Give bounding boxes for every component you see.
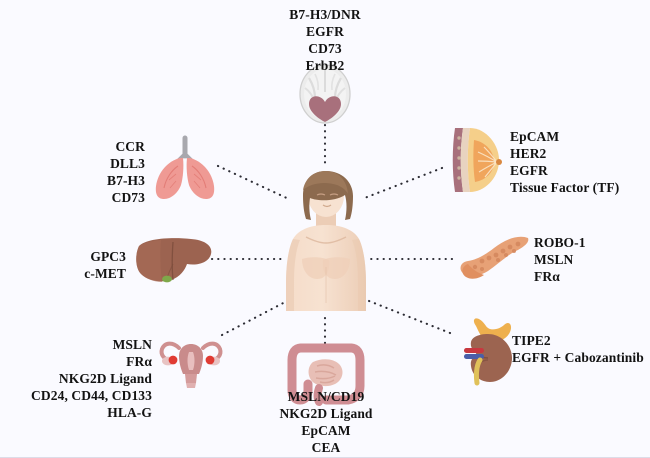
liver-icon <box>134 238 212 286</box>
label-pancreas: ROBO-1 MSLN FRα <box>534 235 586 284</box>
uterus-icon <box>158 332 224 388</box>
label-lung: CCR DLL3 B7-H3 CD73 <box>106 139 145 205</box>
label-brain: B7-H3/DNR EGFR CD73 ErbB2 <box>289 7 361 73</box>
intestine-icon <box>287 340 365 406</box>
label-uterus: MSLN FRα NKG2D Ligand CD24, CD44, CD133 … <box>31 337 152 420</box>
label-intestine: MSLN/CD19 NKG2D Ligand EpCAM CEA <box>279 389 373 455</box>
brain-icon <box>293 64 357 124</box>
kidney-icon <box>458 316 520 386</box>
label-breast: EpCAM HER2 EGFR Tissue Factor (TF) <box>510 129 620 195</box>
label-liver: GPC3 c-MET <box>84 249 126 281</box>
label-kidney: TIPE2 EGFR + Cabozantinib <box>512 333 644 365</box>
lungs-icon <box>152 135 218 199</box>
breast-icon <box>447 126 505 194</box>
pancreas-icon <box>458 232 534 282</box>
center-figure <box>272 163 380 311</box>
